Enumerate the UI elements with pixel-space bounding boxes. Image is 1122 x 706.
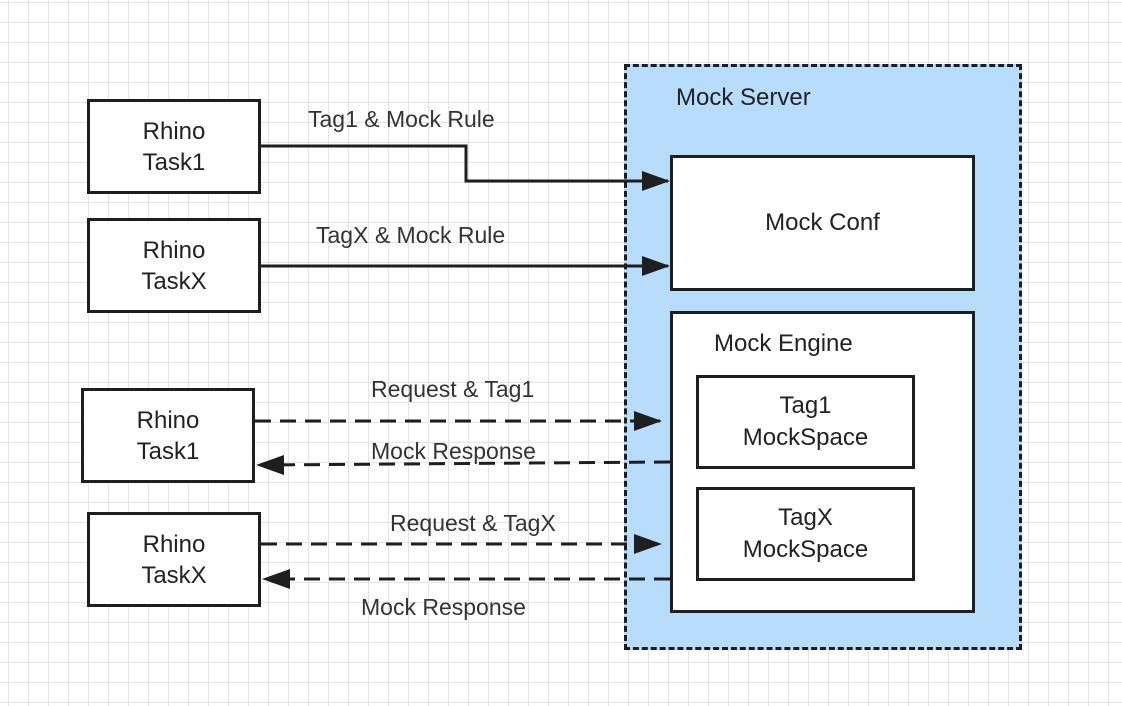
mock-server-title: Mock Server (676, 84, 811, 111)
rhino-task1-config-box[interactable]: Rhino Task1 (87, 99, 261, 194)
edge-label-tagx-mock-rule: TagX & Mock Rule (316, 222, 506, 248)
tag1-mockspace-box[interactable]: Tag1 MockSpace (696, 375, 915, 469)
rhino-task-label: Rhino Task1 (136, 406, 200, 465)
mock-conf-label: Mock Conf (765, 209, 880, 236)
rhino-task-label: Rhino TaskX (141, 530, 207, 589)
tagx-mockspace-box[interactable]: TagX MockSpace (696, 487, 915, 581)
rhino-task1-request-box[interactable]: Rhino Task1 (81, 388, 255, 483)
edge-tag1-mock-rule (261, 144, 668, 183)
tagx-mockspace-label: TagX MockSpace (742, 504, 869, 563)
edge-label-mock-response-1: Mock Response (371, 438, 536, 464)
rhino-task-label: Rhino Task1 (142, 117, 206, 176)
mock-conf-box[interactable]: Mock Conf (670, 155, 975, 291)
rhino-task-label: Rhino TaskX (141, 236, 207, 295)
mock-engine-title: Mock Engine (714, 330, 853, 357)
edge-label-mock-response-2: Mock Response (361, 594, 526, 620)
tag1-mockspace-label: Tag1 MockSpace (742, 392, 869, 451)
edge-label-request-tag1: Request & Tag1 (371, 376, 535, 402)
arrowhead-response-taskx (262, 569, 290, 589)
edge-label-tag1-mock-rule: Tag1 & Mock Rule (308, 106, 495, 132)
rhino-taskx-request-box[interactable]: Rhino TaskX (87, 512, 261, 607)
arrowhead-response-task1 (256, 455, 284, 475)
rhino-taskx-config-box[interactable]: Rhino TaskX (87, 218, 261, 313)
edge-label-request-tagx: Request & TagX (390, 510, 556, 536)
